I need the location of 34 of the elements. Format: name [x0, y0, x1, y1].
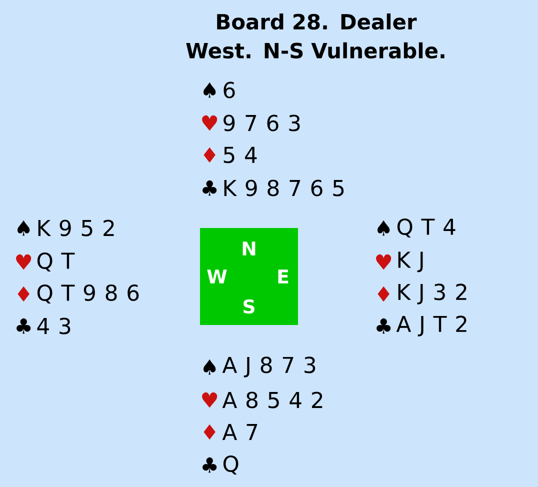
card-ranks: 6 — [224, 82, 235, 98]
card-ranks: 4 3 — [37, 318, 70, 334]
suit-symbol: ♣ — [376, 318, 391, 334]
card-ranks: K J — [398, 252, 423, 272]
card-ranks: K J 3 2 — [398, 284, 466, 304]
card-ranks: A J 8 7 3 — [222, 356, 316, 378]
suit-symbol: ♠ — [204, 82, 216, 98]
suit-symbol: ♦ — [18, 286, 30, 302]
suit-symbol: ♦ — [378, 286, 390, 302]
suit-symbol: ♠ — [378, 220, 390, 236]
card-ranks: Q T — [37, 252, 75, 272]
suit-symbol: ♣ — [202, 457, 217, 473]
card-ranks: Q — [223, 455, 238, 475]
suit-symbol: ♠ — [18, 220, 30, 236]
card-ranks: K 9 5 2 — [38, 220, 114, 236]
suit-symbol: ♦ — [204, 147, 216, 163]
suit-symbol: ♥ — [16, 254, 32, 270]
card-ranks: A J T 2 — [396, 316, 466, 336]
suit-symbol: ♦ — [204, 424, 216, 440]
suit-symbol: ♣ — [202, 180, 217, 196]
card-ranks: 5 4 — [224, 146, 257, 164]
suit-symbol: ♣ — [16, 318, 31, 334]
card-ranks: Q T 9 8 6 — [37, 284, 139, 304]
suit-symbol: ♥ — [202, 392, 218, 408]
card-ranks: Q T 4 — [397, 218, 456, 238]
suit-symbol: ♥ — [202, 115, 218, 131]
suit-symbol: ♥ — [376, 254, 392, 270]
suit-symbol: ♠ — [204, 359, 216, 375]
card-ranks: 9 7 6 3 — [224, 114, 300, 132]
card-ranks: A 8 5 4 2 — [222, 392, 322, 408]
title: Board 28. Dealer West. N-S Vulnerable. — [186, 13, 444, 59]
card-ranks: K 9 8 7 6 5 — [224, 180, 344, 196]
compass-box: N W E S — [200, 228, 298, 325]
card-ranks: A 7 — [222, 424, 258, 440]
